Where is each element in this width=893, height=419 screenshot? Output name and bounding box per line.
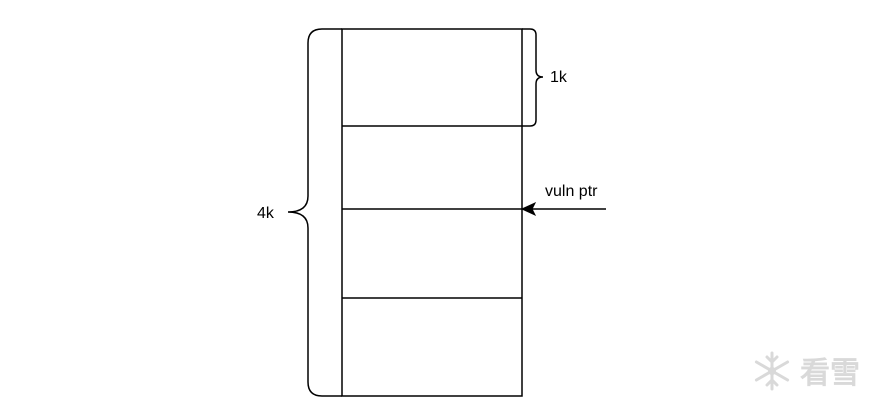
- total-size-label: 4k: [257, 205, 275, 222]
- watermark-text: 看雪: [800, 356, 860, 391]
- pointer-arrow-head: [520, 201, 537, 217]
- chunk-size-label: 1k: [550, 69, 568, 86]
- snowflake-icon: [754, 351, 790, 391]
- memory-block-outline: [341, 28, 523, 397]
- total-size-brace: [287, 28, 342, 397]
- pointer-label: vuln ptr: [545, 183, 598, 200]
- chunk-size-bracket: [522, 28, 544, 127]
